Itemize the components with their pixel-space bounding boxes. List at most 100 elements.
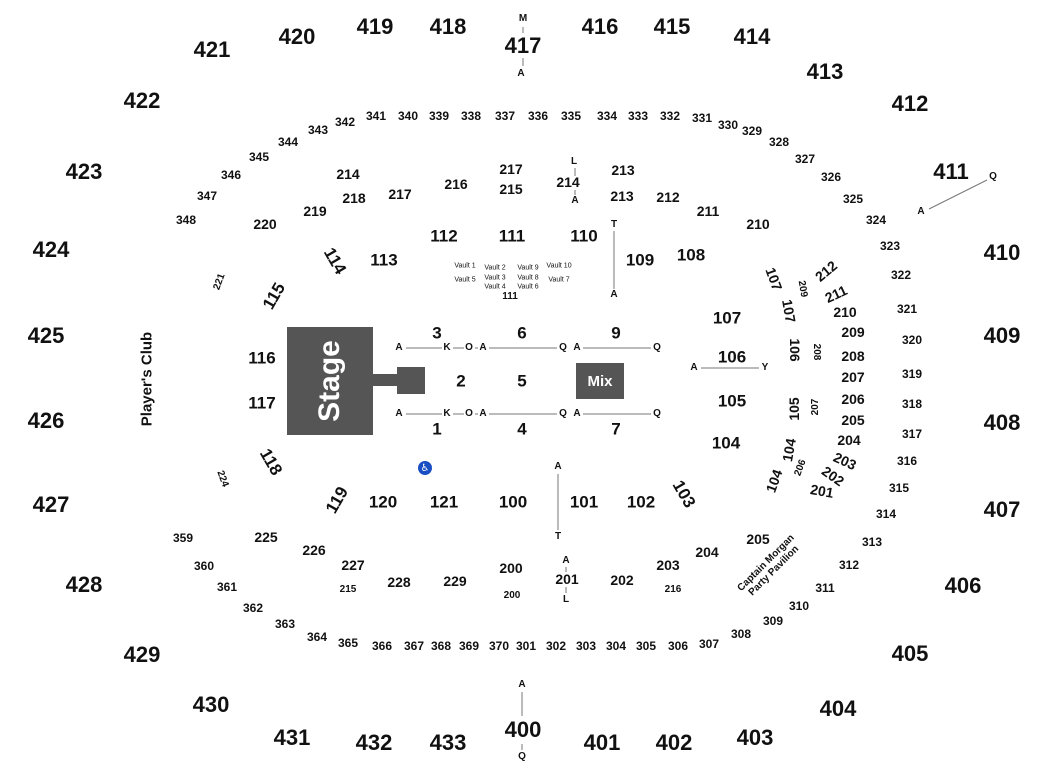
section-106[interactable]: 106 <box>717 347 747 367</box>
section-364[interactable]: 364 <box>306 630 328 644</box>
section-201[interactable]: 201 <box>555 571 579 587</box>
section-369[interactable]: 369 <box>458 639 480 653</box>
section-345[interactable]: 345 <box>248 150 270 164</box>
section-370[interactable]: 370 <box>488 639 510 653</box>
section-104[interactable]: 104 <box>711 433 741 453</box>
section-219[interactable]: 219 <box>303 203 327 219</box>
section-226[interactable]: 226 <box>302 542 326 558</box>
section-326[interactable]: 326 <box>820 170 842 184</box>
section-337[interactable]: 337 <box>494 109 516 123</box>
section-406[interactable]: 406 <box>944 573 982 598</box>
section-426[interactable]: 426 <box>27 408 65 433</box>
section-323[interactable]: 323 <box>879 239 901 253</box>
section-433[interactable]: 433 <box>429 730 467 755</box>
section-423[interactable]: 423 <box>65 159 103 184</box>
section-229[interactable]: 229 <box>443 573 467 589</box>
section-310[interactable]: 310 <box>788 599 810 613</box>
section-331[interactable]: 331 <box>691 111 713 125</box>
section-334[interactable]: 334 <box>596 109 618 123</box>
section-407[interactable]: 407 <box>983 497 1021 522</box>
section-419[interactable]: 419 <box>356 14 394 39</box>
section-215[interactable]: 215 <box>499 181 523 197</box>
section-367[interactable]: 367 <box>403 639 425 653</box>
section-227[interactable]: 227 <box>341 557 365 573</box>
section-120[interactable]: 120 <box>368 492 398 512</box>
section-315[interactable]: 315 <box>888 481 910 495</box>
section-2[interactable]: 2 <box>456 371 466 391</box>
section-412[interactable]: 412 <box>891 91 929 116</box>
section-205[interactable]: 205 <box>841 412 865 428</box>
section-322[interactable]: 322 <box>890 268 912 282</box>
section-341[interactable]: 341 <box>365 109 387 123</box>
section-428[interactable]: 428 <box>65 572 103 597</box>
section-205[interactable]: 205 <box>746 531 770 547</box>
section-308[interactable]: 308 <box>730 627 752 641</box>
section-316[interactable]: 316 <box>896 454 918 468</box>
vault-Vault 5[interactable]: Vault 5 <box>454 276 476 284</box>
section-104[interactable]: 104 <box>779 437 799 463</box>
section-214[interactable]: 214 <box>556 174 580 190</box>
vault-Vault 9[interactable]: Vault 9 <box>517 264 539 272</box>
section-330[interactable]: 330 <box>717 118 739 132</box>
section-424[interactable]: 424 <box>32 237 70 262</box>
mix-position[interactable]: Mix <box>576 363 624 399</box>
section-401[interactable]: 401 <box>583 730 621 755</box>
section-342[interactable]: 342 <box>334 115 356 129</box>
section-1[interactable]: 1 <box>432 419 442 439</box>
section-338[interactable]: 338 <box>460 109 482 123</box>
section-109[interactable]: 109 <box>625 250 655 270</box>
section-213[interactable]: 213 <box>610 188 634 204</box>
section-210[interactable]: 210 <box>746 216 770 232</box>
section-3[interactable]: 3 <box>432 323 442 343</box>
section-208[interactable]: 208 <box>811 343 822 361</box>
section-110[interactable]: 110 <box>570 226 598 246</box>
section-325[interactable]: 325 <box>842 192 864 206</box>
section-346[interactable]: 346 <box>220 168 242 182</box>
section-217[interactable]: 217 <box>388 186 412 202</box>
section-112[interactable]: 112 <box>430 226 458 246</box>
section-200[interactable]: 200 <box>503 590 521 601</box>
section-304[interactable]: 304 <box>605 639 627 653</box>
section-409[interactable]: 409 <box>983 323 1021 348</box>
vault-Vault 2[interactable]: Vault 2 <box>484 264 506 272</box>
section-425[interactable]: 425 <box>27 323 65 348</box>
section-414[interactable]: 414 <box>733 24 771 49</box>
section-5[interactable]: 5 <box>517 371 527 391</box>
section-344[interactable]: 344 <box>277 135 299 149</box>
section-404[interactable]: 404 <box>819 696 857 721</box>
section-317[interactable]: 317 <box>901 427 923 441</box>
section-107[interactable]: 107 <box>712 308 742 328</box>
section-111[interactable]: 111 <box>498 226 526 246</box>
section-209[interactable]: 209 <box>795 279 810 299</box>
section-335[interactable]: 335 <box>560 109 582 123</box>
section-416[interactable]: 416 <box>581 14 619 39</box>
vault-Vault 3[interactable]: Vault 3 <box>484 274 506 282</box>
section-403[interactable]: 403 <box>736 725 774 750</box>
section-413[interactable]: 413 <box>806 59 844 84</box>
stage[interactable]: Stage <box>287 327 373 435</box>
section-408[interactable]: 408 <box>983 410 1021 435</box>
section-217[interactable]: 217 <box>499 161 523 177</box>
section-209[interactable]: 209 <box>841 324 865 340</box>
section-4[interactable]: 4 <box>517 419 527 439</box>
section-105[interactable]: 105 <box>786 397 802 421</box>
section-302[interactable]: 302 <box>545 639 567 653</box>
section-215[interactable]: 215 <box>339 584 357 595</box>
vault-Vault 10[interactable]: Vault 10 <box>546 262 572 270</box>
section-220[interactable]: 220 <box>253 216 277 232</box>
section-418[interactable]: 418 <box>429 14 467 39</box>
section-405[interactable]: 405 <box>891 641 929 666</box>
section-210[interactable]: 210 <box>833 304 857 320</box>
section-216[interactable]: 216 <box>444 176 468 192</box>
vault-Vault 7[interactable]: Vault 7 <box>548 276 570 284</box>
section-111[interactable]: 111 <box>502 291 518 302</box>
section-207[interactable]: 207 <box>810 398 821 416</box>
section-313[interactable]: 313 <box>861 535 883 549</box>
section-108[interactable]: 108 <box>676 245 706 265</box>
section-427[interactable]: 427 <box>32 492 70 517</box>
section-228[interactable]: 228 <box>387 574 411 590</box>
section-333[interactable]: 333 <box>627 109 649 123</box>
section-105[interactable]: 105 <box>717 391 747 411</box>
section-347[interactable]: 347 <box>196 189 218 203</box>
section-327[interactable]: 327 <box>794 152 816 166</box>
